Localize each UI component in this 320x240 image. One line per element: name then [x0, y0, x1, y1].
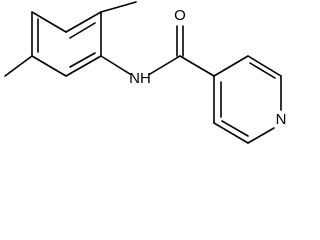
bond	[31, 55, 67, 77]
bond	[65, 55, 102, 77]
bond-double-inner	[69, 52, 96, 68]
bond	[213, 122, 249, 144]
amide-nh-label: NH	[129, 70, 151, 87]
bond	[247, 55, 282, 77]
methyl-bond	[4, 55, 33, 77]
methyl-bond	[100, 1, 137, 13]
oxygen-label: O	[174, 7, 186, 24]
molecule-structure: O NH N	[4, 1, 286, 144]
pyridine-nitrogen-label: N	[276, 111, 287, 128]
bond	[247, 127, 275, 144]
bond	[149, 55, 181, 75]
bond	[179, 55, 215, 77]
atom-labels: O NH N	[129, 7, 286, 128]
bond-double-inner	[69, 22, 96, 39]
bond	[100, 55, 131, 75]
bonds	[4, 1, 282, 144]
bond	[65, 11, 102, 33]
bond	[31, 11, 67, 33]
bond-double-inner	[221, 120, 249, 137]
bond	[213, 55, 249, 77]
bond-double-inner	[249, 62, 276, 79]
